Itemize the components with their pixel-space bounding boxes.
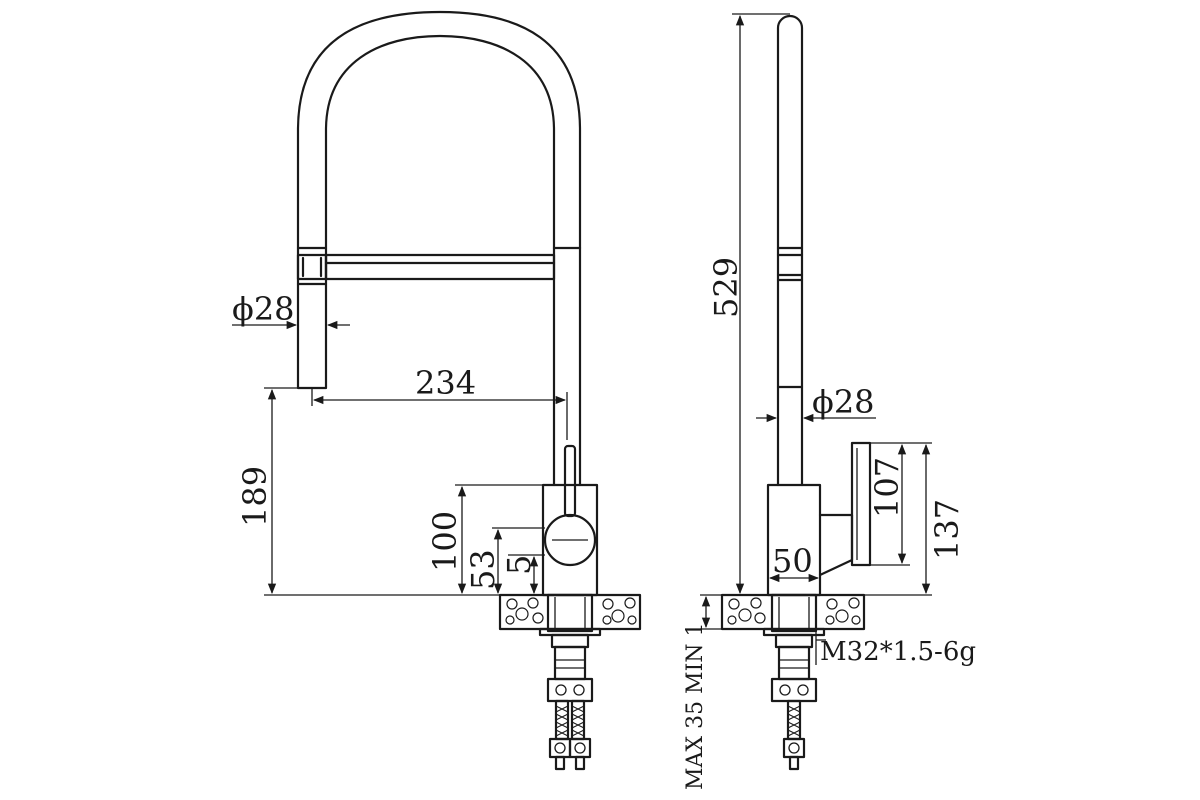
countertop-side (720, 593, 866, 631)
spray-holder-bar (324, 253, 556, 281)
lever-length-label: 107 (868, 457, 906, 518)
mounting-shank-side (762, 593, 826, 703)
dim-spray-diameter: ϕ28 (232, 290, 350, 330)
side-view: 529 ϕ28 107 137 50 (683, 13, 976, 790)
mounting-shank-front (538, 593, 602, 703)
body-height-label: 100 (426, 511, 464, 572)
side-lever (850, 441, 872, 567)
dim-spout-diameter: ϕ28 (756, 383, 876, 423)
supply-hoses-front (548, 699, 592, 771)
lever-height-label: 53 (464, 549, 502, 590)
main-column (552, 246, 582, 487)
spout-diameter-label: ϕ28 (812, 383, 875, 421)
deck-thickness-label: MAX 35 MIN 1 (683, 622, 708, 790)
spout-reach-label: 234 (415, 364, 476, 402)
lever (563, 444, 577, 518)
dim-spout-reach: 234 (311, 364, 568, 440)
total-height-label: 529 (707, 257, 745, 318)
hose-arch (296, 10, 582, 250)
faucet-body (541, 483, 599, 597)
thread-spec-label: M32*1.5-6g (820, 637, 976, 667)
spray-head (296, 246, 328, 390)
dim-deck-thickness: MAX 35 MIN 1 (683, 594, 722, 790)
countertop-front (498, 593, 642, 631)
spray-diameter-label: ϕ28 (232, 290, 295, 328)
dim-spray-height: 189 (236, 387, 500, 596)
side-spout-column (776, 14, 804, 487)
dim-thread-spec: M32*1.5-6g (815, 630, 976, 667)
dim-lever-top: 137 (864, 442, 966, 596)
lever-top-label: 137 (928, 499, 966, 560)
dim-body-width: 50 (768, 542, 820, 583)
front-view: ϕ28 234 189 100 53 (232, 10, 642, 771)
base-offset-label: 5 (500, 555, 538, 575)
dim-total-height: 529 (707, 13, 790, 595)
dim-lever-height: 53 (464, 527, 545, 595)
supply-hose-side (782, 699, 806, 771)
dim-body-height: 100 (426, 484, 543, 595)
body-width-label: 50 (772, 542, 813, 580)
spray-height-label: 189 (236, 466, 274, 527)
dim-lever-length: 107 (868, 442, 910, 566)
dim-base-offset: 5 (500, 554, 545, 595)
